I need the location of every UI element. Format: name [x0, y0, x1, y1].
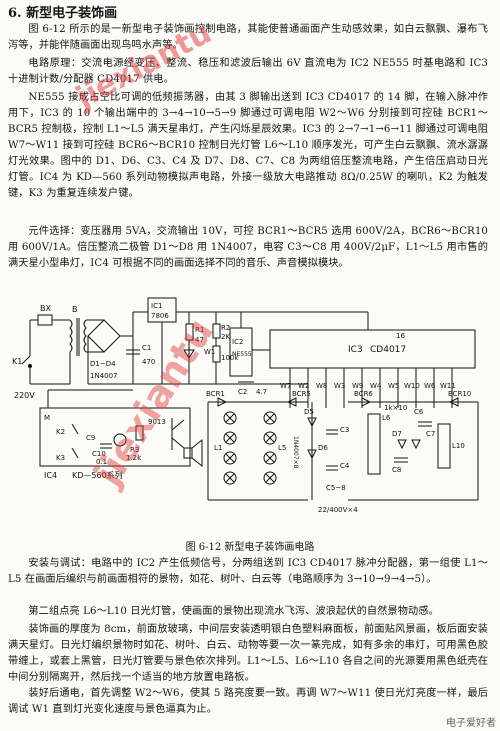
label-ic3: IC3 [348, 345, 363, 355]
label-w8: W8 [316, 382, 327, 390]
label-c3: C3 [340, 426, 349, 434]
label-bcr1: BCR1 [206, 390, 225, 398]
label-pin16: 16 [396, 332, 405, 340]
label-ic1: IC1 [151, 302, 162, 310]
label-l6: L6 [382, 414, 391, 422]
label-bx: BX [40, 304, 51, 313]
label-r2-val: 2K [221, 333, 230, 341]
label-ic4: IC4 [44, 471, 57, 480]
label-d5: D5 [304, 408, 314, 416]
label-w4: W4 [370, 382, 382, 390]
label-bcr10: BCR10 [448, 390, 471, 398]
circuit-diagram: BX K1 220V B D1~D4 1N4007 IC1 7806 C1 47… [12, 297, 479, 514]
paragraph-intro: 图 6-12 所示的是一新型电子装饰画控制电路，其能使普通画面产生动感效果，如白… [8, 24, 488, 51]
label-c5-8: C5~8 [326, 484, 346, 492]
label-c7: C7 [426, 430, 435, 438]
label-r1k: 1k×10 [384, 404, 407, 412]
label-r1: R1 [195, 326, 204, 334]
paragraph-principle: 电路原理：交流电源经变压、整流、稳压和滤波后输出 6V 直流电为 IC2 NE5… [8, 58, 488, 85]
label-r1-val: 47 [195, 336, 204, 344]
label-w6: W6 [424, 382, 436, 390]
label-c1: C1 [142, 344, 151, 352]
label-l10: L10 [452, 442, 465, 450]
label-m: M [44, 414, 50, 422]
label-cap-val: 22/400V×4 [318, 506, 358, 514]
label-r2: R2 [221, 324, 230, 332]
label-d7: D7 [392, 430, 402, 438]
label-c6: C6 [414, 408, 424, 416]
label-b: B [72, 305, 78, 314]
label-w9: W9 [352, 382, 363, 390]
label-d6: D6 [318, 444, 328, 452]
label-ic2-part: NE555 [232, 351, 252, 358]
label-c1-val: 470 [142, 358, 155, 366]
label-w2: W2 [298, 382, 309, 390]
label-w10: W10 [404, 382, 420, 390]
label-ic4-part: KD—560系列 [72, 470, 123, 480]
label-bcr5: BCR5 [292, 390, 311, 398]
label-k1: K1 [12, 357, 22, 366]
paragraph-adjust: 装好后通电，首先调整 W2～W6，使其 5 路亮度要一致。再调 W7～W11 使… [8, 688, 488, 715]
label-d1d4: D1~D4 [90, 360, 116, 368]
label-c10-val: 0.1 [96, 458, 107, 466]
label-w1: W1 [204, 348, 215, 356]
label-l1: L1 [214, 444, 222, 452]
label-w7: W7 [280, 382, 291, 390]
label-bcr6: BCR6 [354, 390, 373, 398]
section-heading: 6. 新型电子装饰画 [8, 6, 118, 21]
label-1n4007: 1N4007 [90, 372, 118, 380]
label-c4: C4 [340, 462, 350, 470]
label-220v: 220V [14, 391, 35, 400]
label-c10: C10 [92, 450, 106, 458]
figure-caption: 图 6-12 新型电子装饰画电路 [185, 542, 315, 553]
paragraph-components: 元件选择：变压器用 5VA，交流输出 10V，可控 BCR1～BCR5 选用 6… [8, 226, 488, 269]
label-r3-val: 1.2k [126, 454, 142, 462]
label-ic1-part: 7806 [151, 312, 169, 320]
label-c8: C8 [392, 466, 401, 474]
paragraph-second-group: 第二组点亮 L6～L10 日光灯管，使画面的景物出现流水飞泻、波浪起伏的自然景物… [28, 606, 439, 617]
label-c9: C9 [86, 434, 95, 442]
label-w5: W5 [388, 382, 399, 390]
label-r3: R3 [130, 446, 139, 454]
label-w3: W3 [334, 382, 345, 390]
paragraph-thickness: 装饰画的厚度为 8cm，前面放玻璃，中间层安装透明银白色塑料麻面板，前面贴风景画… [8, 624, 488, 683]
label-w1-val: 100k [221, 354, 239, 362]
label-ic3-part: CD4017 [370, 345, 406, 355]
paragraph-install: 安装与调试：电路中的 IC2 产生低频信号，分两组送到 IC3 CD4017 脉… [8, 558, 488, 585]
label-k3: K3 [56, 454, 65, 462]
label-9013: 9013 [148, 418, 166, 426]
label-w11: W11 [440, 382, 456, 390]
label-l5: L5 [278, 444, 286, 452]
paragraph-ne555: NE555 接成占空比可调的低频振荡器，由其 3 脚输出送到 IC3 CD401… [8, 92, 488, 199]
label-c2: C2 [238, 388, 247, 396]
label-c2-val: 4.7 [256, 388, 267, 396]
label-1n4007x8: 1N4007×8 [292, 436, 299, 469]
label-ic2: IC2 [232, 338, 243, 346]
site-logo: 电子爱好者 [446, 718, 496, 729]
label-k2: K2 [56, 428, 65, 436]
